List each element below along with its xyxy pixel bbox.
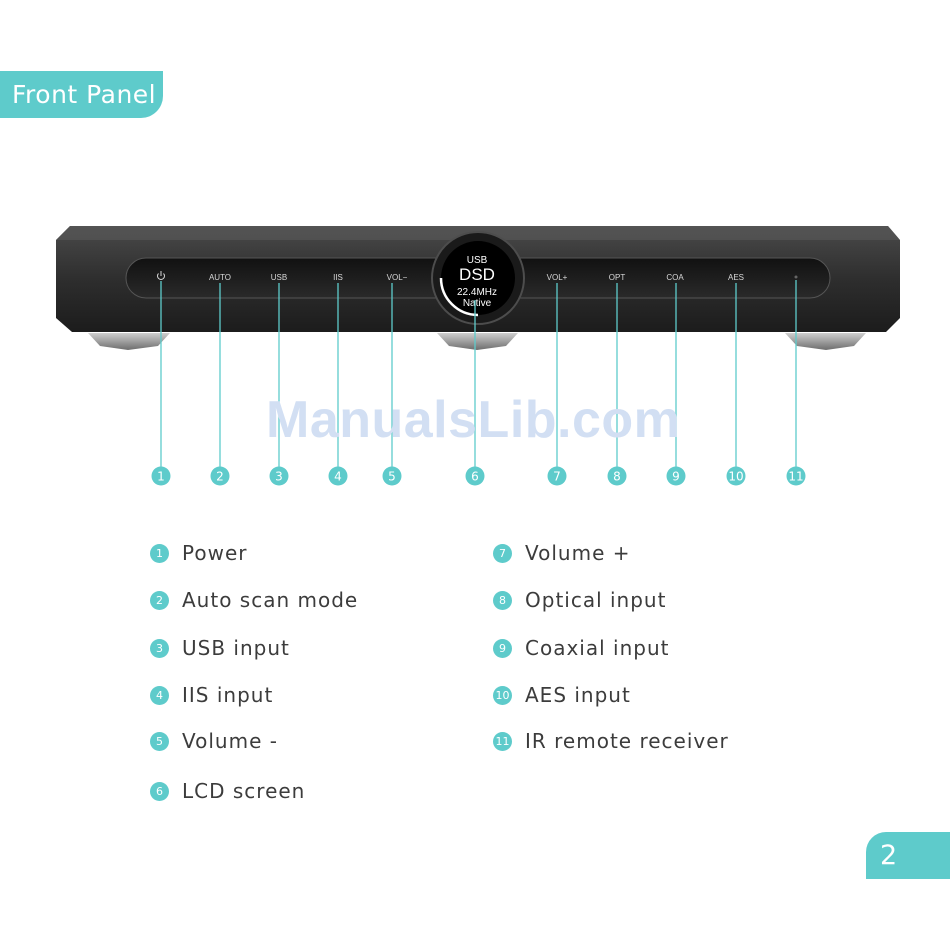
legend-number: 9 [493, 639, 512, 658]
legend-label: AES input [525, 683, 631, 707]
svg-text:5: 5 [388, 470, 396, 484]
center-foot [437, 333, 518, 350]
svg-text:2: 2 [216, 470, 224, 484]
svg-text:8: 8 [613, 470, 621, 484]
legend-item-usb-input: 3 USB input [150, 636, 290, 660]
lcd-rate: 22.4MHz [457, 287, 497, 298]
legend-item-power: 1 Power [150, 541, 247, 565]
legend-item-ir-receiver: 11 IR remote receiver [493, 729, 729, 753]
legend-number: 7 [493, 544, 512, 563]
callout-6: 6 [466, 467, 485, 486]
callout-8: 8 [608, 467, 627, 486]
legend-item-lcd-screen: 6 LCD screen [150, 779, 305, 803]
legend-label: Power [182, 541, 247, 565]
legend-label: Optical input [525, 588, 666, 612]
svg-text:4: 4 [334, 470, 342, 484]
legend-number: 10 [493, 686, 512, 705]
legend-number: 1 [150, 544, 169, 563]
legend-number: 8 [493, 591, 512, 610]
legend-item-auto-scan: 2 Auto scan mode [150, 588, 358, 612]
callout-9: 9 [667, 467, 686, 486]
legend-label: LCD screen [182, 779, 305, 803]
svg-text:7: 7 [553, 470, 561, 484]
lcd-format: DSD [459, 265, 495, 284]
legend-item-aes-input: 10 AES input [493, 683, 631, 707]
left-foot [88, 333, 170, 350]
legend-label: IR remote receiver [525, 729, 729, 753]
callout-2: 2 [211, 467, 230, 486]
panel-label-aes: AES [728, 273, 744, 282]
callout-11: 11 [787, 467, 806, 486]
callout-7: 7 [548, 467, 567, 486]
callout-5: 5 [383, 467, 402, 486]
callout-4: 4 [329, 467, 348, 486]
legend-label: Volume + [525, 541, 631, 565]
svg-text:6: 6 [471, 470, 479, 484]
callout-10: 10 [727, 467, 746, 486]
page-number: 2 [866, 832, 950, 879]
panel-label-vol-minus: VOL− [387, 273, 408, 282]
panel-label-vol-plus: VOL+ [547, 273, 568, 282]
legend-number: 5 [150, 732, 169, 751]
legend-number: 2 [150, 591, 169, 610]
legend-item-iis-input: 4 IIS input [150, 683, 273, 707]
svg-text:9: 9 [672, 470, 680, 484]
legend-label: Auto scan mode [182, 588, 358, 612]
panel-label-coa: COA [666, 273, 684, 282]
panel-label-usb: USB [271, 273, 287, 282]
panel-label-auto: AUTO [209, 273, 231, 282]
watermark: ManualsLib.com [266, 390, 680, 450]
legend-number: 3 [150, 639, 169, 658]
callout-3: 3 [270, 467, 289, 486]
panel-label-opt: OPT [609, 273, 626, 282]
lcd-mode: Native [463, 298, 492, 309]
callout-1: 1 [152, 467, 171, 486]
ir-receiver-dot [795, 276, 798, 279]
svg-text:3: 3 [275, 470, 283, 484]
legend-label: IIS input [182, 683, 273, 707]
legend-label: Coaxial input [525, 636, 669, 660]
legend-item-volume-down: 5 Volume - [150, 729, 278, 753]
legend-number: 6 [150, 782, 169, 801]
legend-item-volume-up: 7 Volume + [493, 541, 631, 565]
svg-text:10: 10 [728, 470, 743, 484]
legend-number: 4 [150, 686, 169, 705]
legend-item-coaxial-input: 9 Coaxial input [493, 636, 669, 660]
legend-item-optical-input: 8 Optical input [493, 588, 666, 612]
right-foot [785, 333, 866, 350]
legend-label: Volume - [182, 729, 278, 753]
legend-number: 11 [493, 732, 512, 751]
svg-text:11: 11 [788, 470, 803, 484]
svg-text:1: 1 [157, 470, 165, 484]
legend-label: USB input [182, 636, 290, 660]
panel-label-iis: IIS [333, 273, 343, 282]
